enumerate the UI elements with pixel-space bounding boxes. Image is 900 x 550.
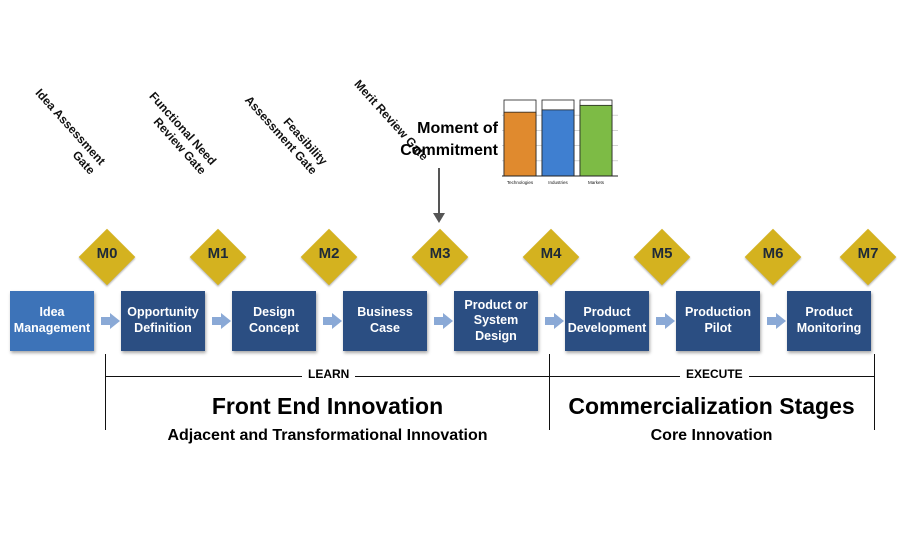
commitment-bar-chart: Technologies Industries Markets [502,99,618,185]
flow-arrow [656,313,675,329]
stage-box: Opportunity Definition [121,291,205,351]
flow-arrow [212,313,231,329]
learn-label: LEARN [302,367,356,381]
stage-box: Product Development [565,291,649,351]
gate-name-label: Idea Assessment Gate [32,85,109,178]
learn-bracket-left-edge [105,354,106,430]
chart-category-label: Industries [548,180,568,185]
stage-box: Business Case [343,291,427,351]
gate-code: M5 [651,245,673,262]
gate-code: M6 [762,245,784,262]
commitment-pointer-line [438,168,440,216]
commitment-pointer-arrowhead [433,213,445,223]
chart-bar [541,109,575,177]
chart-category-label: Technologies [507,180,534,185]
flow-arrow [101,313,120,329]
execute-bracket-right-edge [874,354,875,430]
stage-box: Production Pilot [676,291,760,351]
flow-arrow [767,313,786,329]
gate-name-label: Functional Need Review Gate [146,89,220,178]
gate-code: M2 [318,245,340,262]
moment-of-commitment-label: Moment of Commitment [400,120,498,159]
chart-category-label: Markets [588,180,605,185]
commercialization-stages-subtitle: Core Innovation [650,427,773,444]
gate-code: M1 [207,245,229,262]
stage-box: Idea Management [10,291,94,351]
chart-bar [503,111,537,177]
flow-arrow [323,313,342,329]
gate-code: M4 [540,245,562,262]
commercialization-stages-title: Commercialization Stages [568,393,855,419]
front-end-innovation-title: Front End Innovation [211,393,444,419]
gate-code: M7 [857,245,879,262]
flow-arrow [434,313,453,329]
front-end-innovation-subtitle: Adjacent and Transformational Innovation [167,427,488,444]
gate-code: M0 [96,245,118,262]
stage-box: Product Monitoring [787,291,871,351]
stage-box: Product or System Design [454,291,538,351]
phase-divider [549,354,550,430]
flow-arrow [545,313,564,329]
execute-label: EXECUTE [680,367,749,381]
chart-bar [579,104,613,177]
gate-name-label: Feasibility Assessment Gate [242,92,331,178]
stage-box: Design Concept [232,291,316,351]
gate-code: M3 [429,245,451,262]
